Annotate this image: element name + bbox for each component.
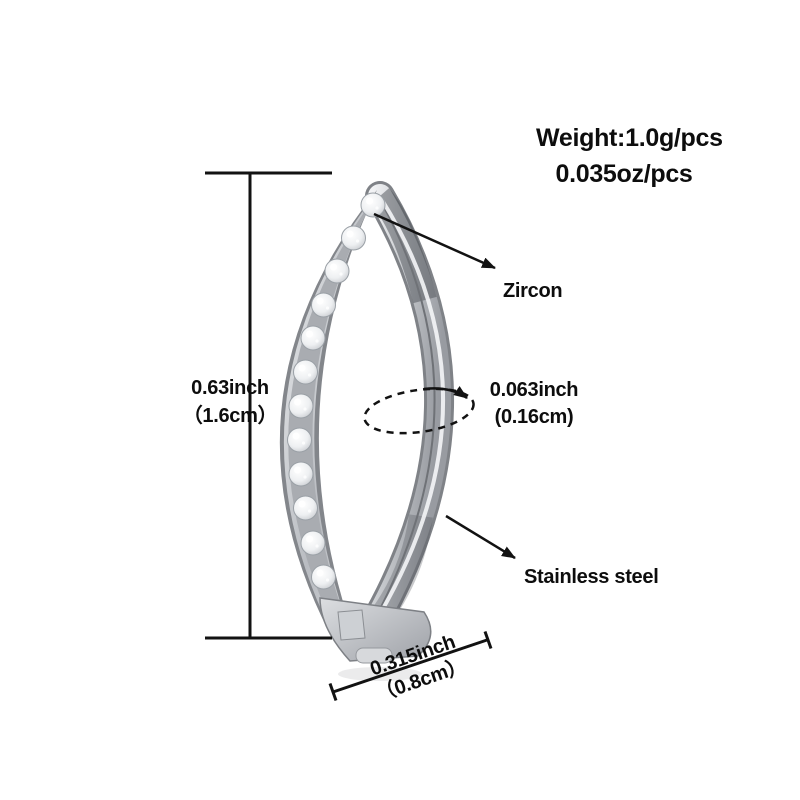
weight-line1: Weight:1.0g/pcs (536, 124, 723, 152)
zircon-label: Zircon (503, 280, 563, 302)
gauge-dimension-label: 0.063inch (0.16cm) (482, 377, 586, 431)
clasp (319, 597, 432, 664)
weight-label: Weight:1.0g/pcs 0.035oz/pcs (536, 120, 723, 192)
zircon-arrow (373, 212, 496, 270)
gauge-inch: 0.063inch (489, 379, 579, 401)
gauge-cm: (0.16cm) (494, 406, 574, 428)
material-label: Stainless steel (524, 566, 659, 588)
height-inch: 0.63inch (191, 377, 269, 399)
height-cm: （1.6cm） (182, 405, 278, 427)
ring-hoop (357, 181, 454, 643)
height-dimension-line (205, 171, 332, 640)
material-arrow (445, 514, 516, 560)
width-dimension-line (328, 631, 493, 701)
weight-line2: 0.035oz/pcs (555, 160, 693, 188)
gauge-ellipse (363, 386, 475, 435)
height-dimension-label: 0.63inch （1.6cm） (176, 374, 284, 430)
